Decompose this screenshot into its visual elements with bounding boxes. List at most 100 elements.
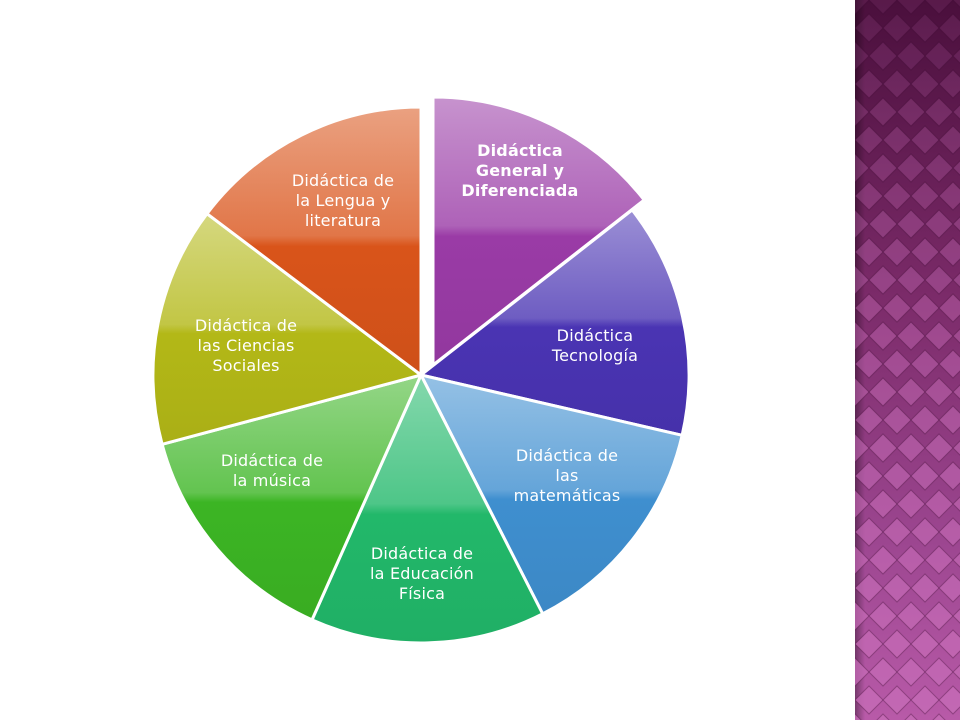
diamond-tile bbox=[938, 13, 960, 43]
diamond-tile bbox=[910, 517, 940, 547]
label-line: Didáctica bbox=[557, 326, 634, 345]
diamond-tile bbox=[924, 657, 954, 687]
diamond-tile bbox=[882, 629, 912, 659]
segment-musica bbox=[160, 373, 423, 622]
diamond-tile bbox=[896, 265, 926, 295]
diamond-tile bbox=[896, 433, 926, 463]
diamond-tile bbox=[910, 237, 940, 267]
diamond-tile bbox=[868, 0, 898, 15]
diamond-tile bbox=[952, 496, 960, 512]
diamond-tile bbox=[910, 349, 940, 379]
diamond-tile bbox=[855, 69, 884, 99]
diamond-tile bbox=[924, 153, 954, 183]
diamond-tile bbox=[855, 265, 870, 295]
diamond-tile bbox=[952, 104, 960, 120]
diamond-tile bbox=[868, 321, 898, 351]
label-line: Didáctica de bbox=[195, 316, 297, 335]
label-line: la Educación bbox=[370, 564, 474, 583]
segment-educacion-fisica bbox=[310, 373, 545, 645]
diamond-tile bbox=[952, 160, 960, 176]
label-line: Sociales bbox=[212, 356, 279, 375]
diamond-tile bbox=[910, 405, 940, 435]
diamond-tile bbox=[896, 209, 926, 239]
diamond-tile bbox=[896, 489, 926, 519]
diamond-tile bbox=[910, 69, 940, 99]
label-line: Didáctica de bbox=[292, 171, 394, 190]
diamond-tile bbox=[855, 517, 884, 547]
diamond-tile bbox=[938, 405, 960, 435]
diamond-tile bbox=[855, 713, 862, 720]
diamond-tile bbox=[855, 41, 870, 71]
diamond-tile bbox=[896, 657, 926, 687]
diamond-tile bbox=[896, 97, 926, 127]
diamond-tile bbox=[938, 349, 960, 379]
diamond-tile bbox=[896, 545, 926, 575]
segment-tecnologia bbox=[419, 208, 691, 437]
diamond-tile bbox=[938, 237, 960, 267]
diamond-tile bbox=[938, 685, 960, 715]
diamond-tile bbox=[876, 713, 890, 720]
diamond-tile bbox=[924, 433, 954, 463]
diamond-tile bbox=[855, 293, 884, 323]
label-line: Didáctica de bbox=[221, 451, 323, 470]
diamond-tile bbox=[952, 440, 960, 456]
diamond-tile bbox=[924, 41, 954, 71]
diamond-tile bbox=[855, 13, 884, 43]
diamond-tile bbox=[855, 601, 870, 631]
diamond-tile bbox=[952, 272, 960, 288]
diamond-tile bbox=[868, 41, 898, 71]
diamond-tile bbox=[910, 629, 940, 659]
label-line: General y bbox=[476, 161, 565, 180]
diamond-tile bbox=[855, 0, 870, 15]
diamond-tile bbox=[855, 545, 870, 575]
diamond-tile bbox=[855, 685, 884, 715]
diamond-tile bbox=[910, 461, 940, 491]
diamond-tile bbox=[896, 153, 926, 183]
diamond-tile bbox=[938, 461, 960, 491]
label-line: Didáctica bbox=[477, 141, 563, 160]
label-line: las Ciencias bbox=[197, 336, 294, 355]
diamond-tile bbox=[855, 433, 870, 463]
label-line: la Lengua y bbox=[296, 191, 391, 210]
diamond-tile bbox=[952, 608, 960, 624]
diamond-tile bbox=[882, 349, 912, 379]
diamond-tile bbox=[868, 97, 898, 127]
label-line: la música bbox=[233, 471, 311, 490]
diamond-tile bbox=[896, 377, 926, 407]
label-line: las bbox=[555, 466, 578, 485]
diamond-tile bbox=[938, 573, 960, 603]
diamond-tile bbox=[924, 489, 954, 519]
diamond-tile bbox=[855, 377, 870, 407]
diamond-tile bbox=[896, 321, 926, 351]
diamond-tile bbox=[855, 237, 884, 267]
diamond-tile bbox=[868, 209, 898, 239]
diamond-tile bbox=[952, 48, 960, 64]
diamond-tile bbox=[924, 97, 954, 127]
segment-general bbox=[431, 95, 646, 367]
diamond-tile bbox=[924, 545, 954, 575]
diamond-tile bbox=[924, 601, 954, 631]
diamond-tile bbox=[896, 41, 926, 71]
diamond-tile bbox=[868, 545, 898, 575]
diamond-tile bbox=[868, 489, 898, 519]
label-line: Física bbox=[399, 584, 445, 603]
diamond-tile bbox=[855, 97, 870, 127]
diamond-tile bbox=[882, 13, 912, 43]
diamond-tile bbox=[952, 384, 960, 400]
diamond-tile bbox=[868, 657, 898, 687]
diamond-tile bbox=[882, 125, 912, 155]
diamond-tile bbox=[910, 181, 940, 211]
label-line: literatura bbox=[305, 211, 381, 230]
diamond-tile bbox=[952, 328, 960, 344]
diamond-tile bbox=[855, 153, 870, 183]
segment-ciencias-sociales bbox=[151, 212, 423, 446]
label-line: matemáticas bbox=[514, 486, 621, 505]
segment-lengua bbox=[205, 105, 423, 377]
diamond-tile bbox=[904, 713, 918, 720]
